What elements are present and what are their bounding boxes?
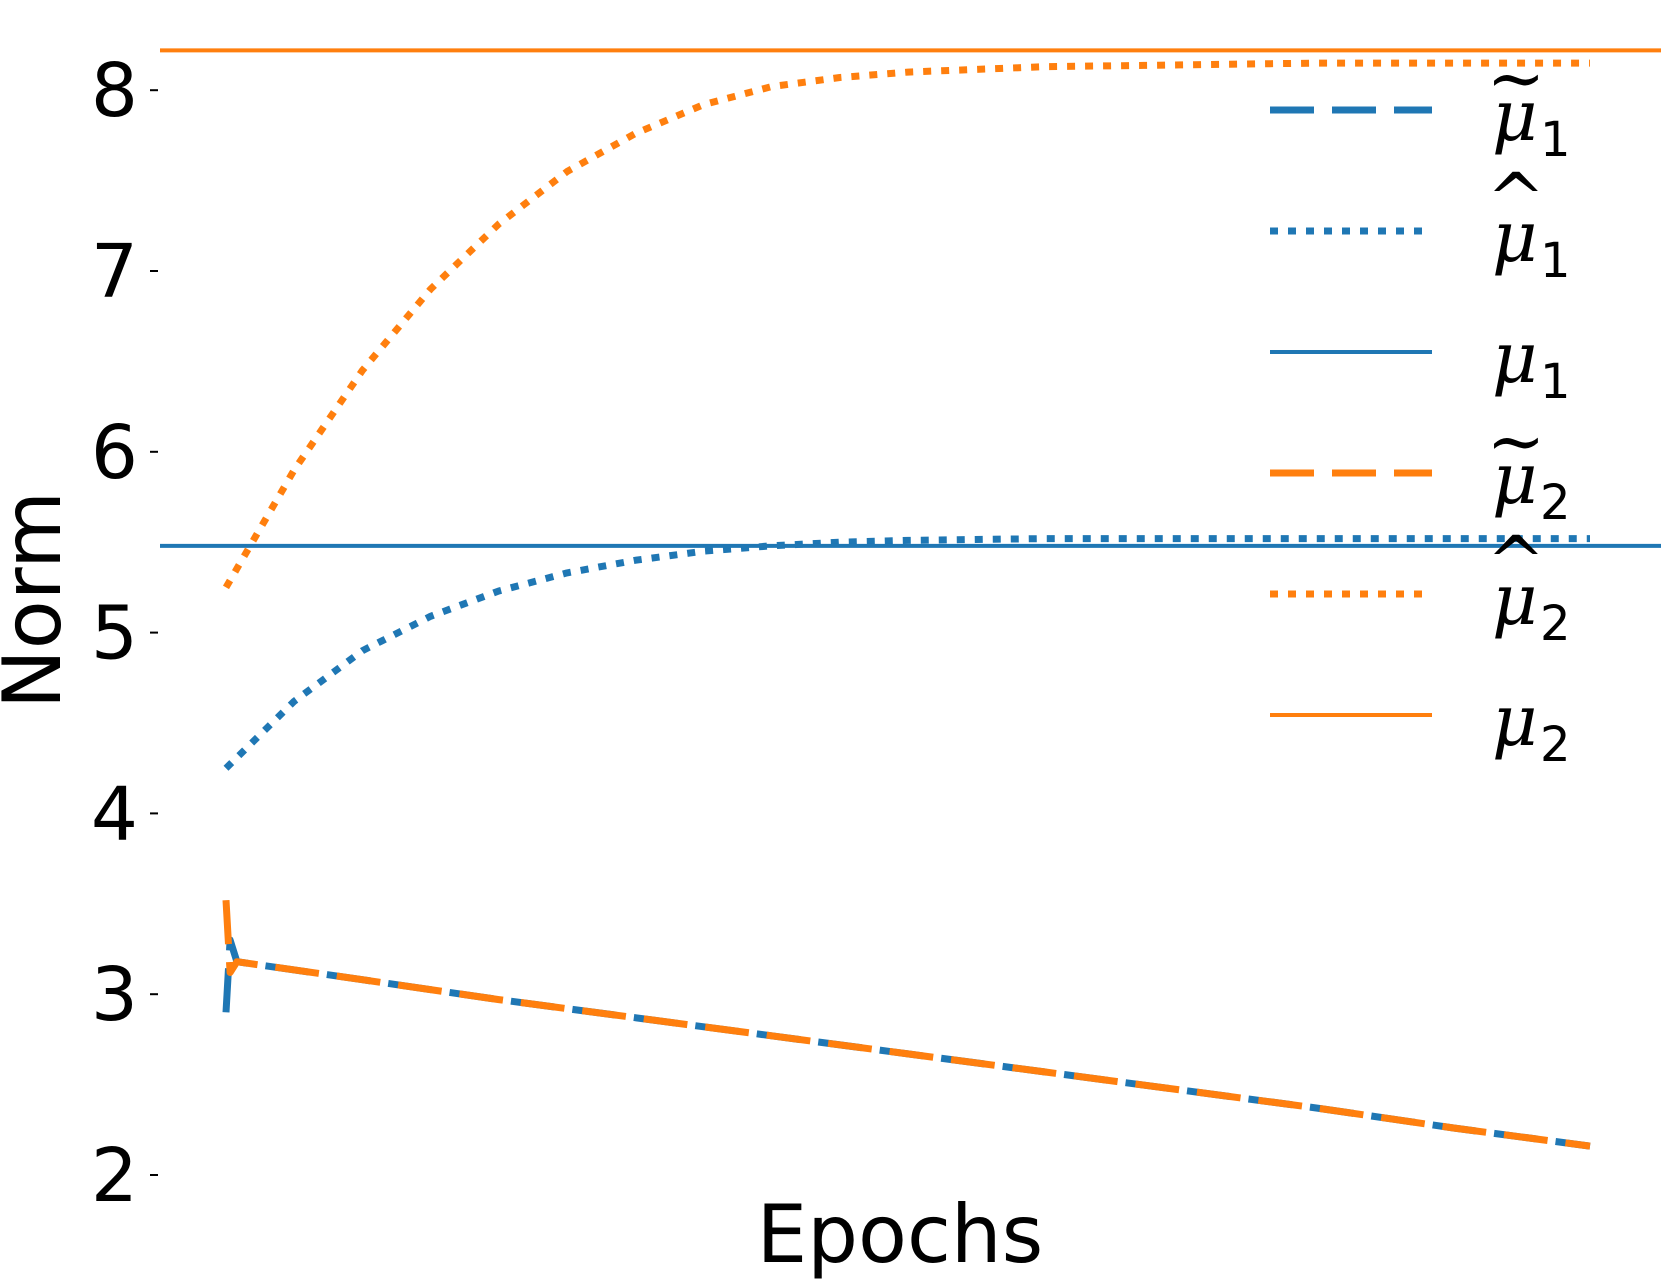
legend-label-subscript: 1 xyxy=(1540,354,1571,410)
legend-entry-1: μ~1 xyxy=(1270,37,1571,168)
y-axis-label: Norm xyxy=(0,491,79,709)
series-line-5 xyxy=(222,59,1590,590)
legend-label: μ xyxy=(1492,680,1538,762)
y-tick-label: 4 xyxy=(91,771,138,857)
legend-label: μ xyxy=(1492,196,1538,278)
legend-label-subscript: 1 xyxy=(1540,112,1571,168)
legend-label-subscript: 2 xyxy=(1540,596,1571,652)
y-tick-label: 5 xyxy=(91,591,138,677)
legend-label-subscript: 2 xyxy=(1540,475,1571,531)
legend-entry-2: μ^1 xyxy=(1270,158,1571,289)
legend-label-accent: ^ xyxy=(1487,158,1546,240)
y-tick-label: 7 xyxy=(91,229,138,315)
y-tick-label: 8 xyxy=(91,48,138,134)
y-tick-label: 6 xyxy=(91,410,138,496)
series-layer xyxy=(160,48,1661,1150)
legend-label: μ xyxy=(1492,317,1538,399)
series-line-2 xyxy=(223,535,1590,771)
legend-entry-4: μ~2 xyxy=(1270,400,1571,531)
legend-label: μ xyxy=(1492,75,1538,157)
legend-label-accent: ~ xyxy=(1487,400,1546,482)
legend-label-accent: ~ xyxy=(1487,37,1546,119)
y-tick-label: 2 xyxy=(91,1133,138,1219)
legend-entry-5: μ^2 xyxy=(1270,521,1571,652)
legend-label-subscript: 2 xyxy=(1540,717,1571,773)
series-line-4 xyxy=(222,900,1591,1150)
y-tick-label: 3 xyxy=(91,952,138,1038)
y-axis: 2 3 4 5 6 7 8 xyxy=(91,48,158,1219)
legend-label: μ xyxy=(1492,559,1538,641)
legend-label-accent: ^ xyxy=(1487,521,1546,603)
x-axis-label: Epochs xyxy=(757,1188,1044,1281)
legend-label: μ xyxy=(1492,438,1538,520)
legend-label-subscript: 1 xyxy=(1540,233,1571,289)
